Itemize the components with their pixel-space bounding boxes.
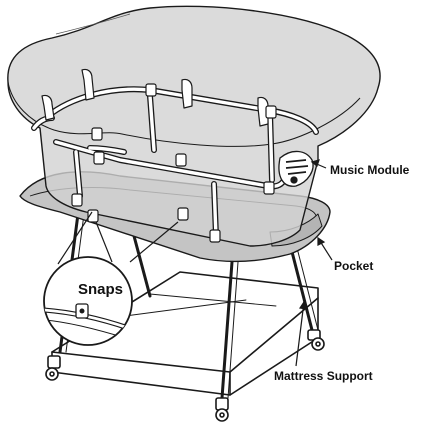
snap-clip [71,193,83,207]
snap-clips [71,83,277,243]
leg-back-right [288,242,314,332]
snap-clip [91,127,103,141]
leg-front-right [220,260,234,400]
snap-clip [209,229,221,243]
snaps-leader [129,221,179,263]
stand-frame [45,212,325,422]
caster-wheel [215,397,229,422]
snaps-leader [95,221,113,263]
snap-clip [177,207,189,221]
caster-wheel [307,329,325,351]
label-music-module: Music Module [330,163,410,177]
caster-wheel [45,355,61,381]
snap-clip [93,151,105,165]
label-snaps: Snaps [78,281,123,298]
strap [41,94,55,121]
snap-clip [265,105,277,119]
music-module [278,150,314,187]
snap-clip [145,83,157,97]
label-pocket: Pocket [334,259,373,273]
strap [81,68,95,101]
snaps-leader [57,211,93,265]
snap-clip [263,181,275,195]
strap [257,96,269,127]
strap [181,78,193,109]
callout-leaders [57,159,333,367]
fabric-straps [41,68,269,127]
snap-clip [87,209,99,223]
leg-back-left [132,234,152,298]
snaps-magnifier [43,256,133,346]
snap-clip [175,153,187,167]
mattress-support-leader [295,301,305,367]
label-mattress-support: Mattress Support [274,369,373,383]
